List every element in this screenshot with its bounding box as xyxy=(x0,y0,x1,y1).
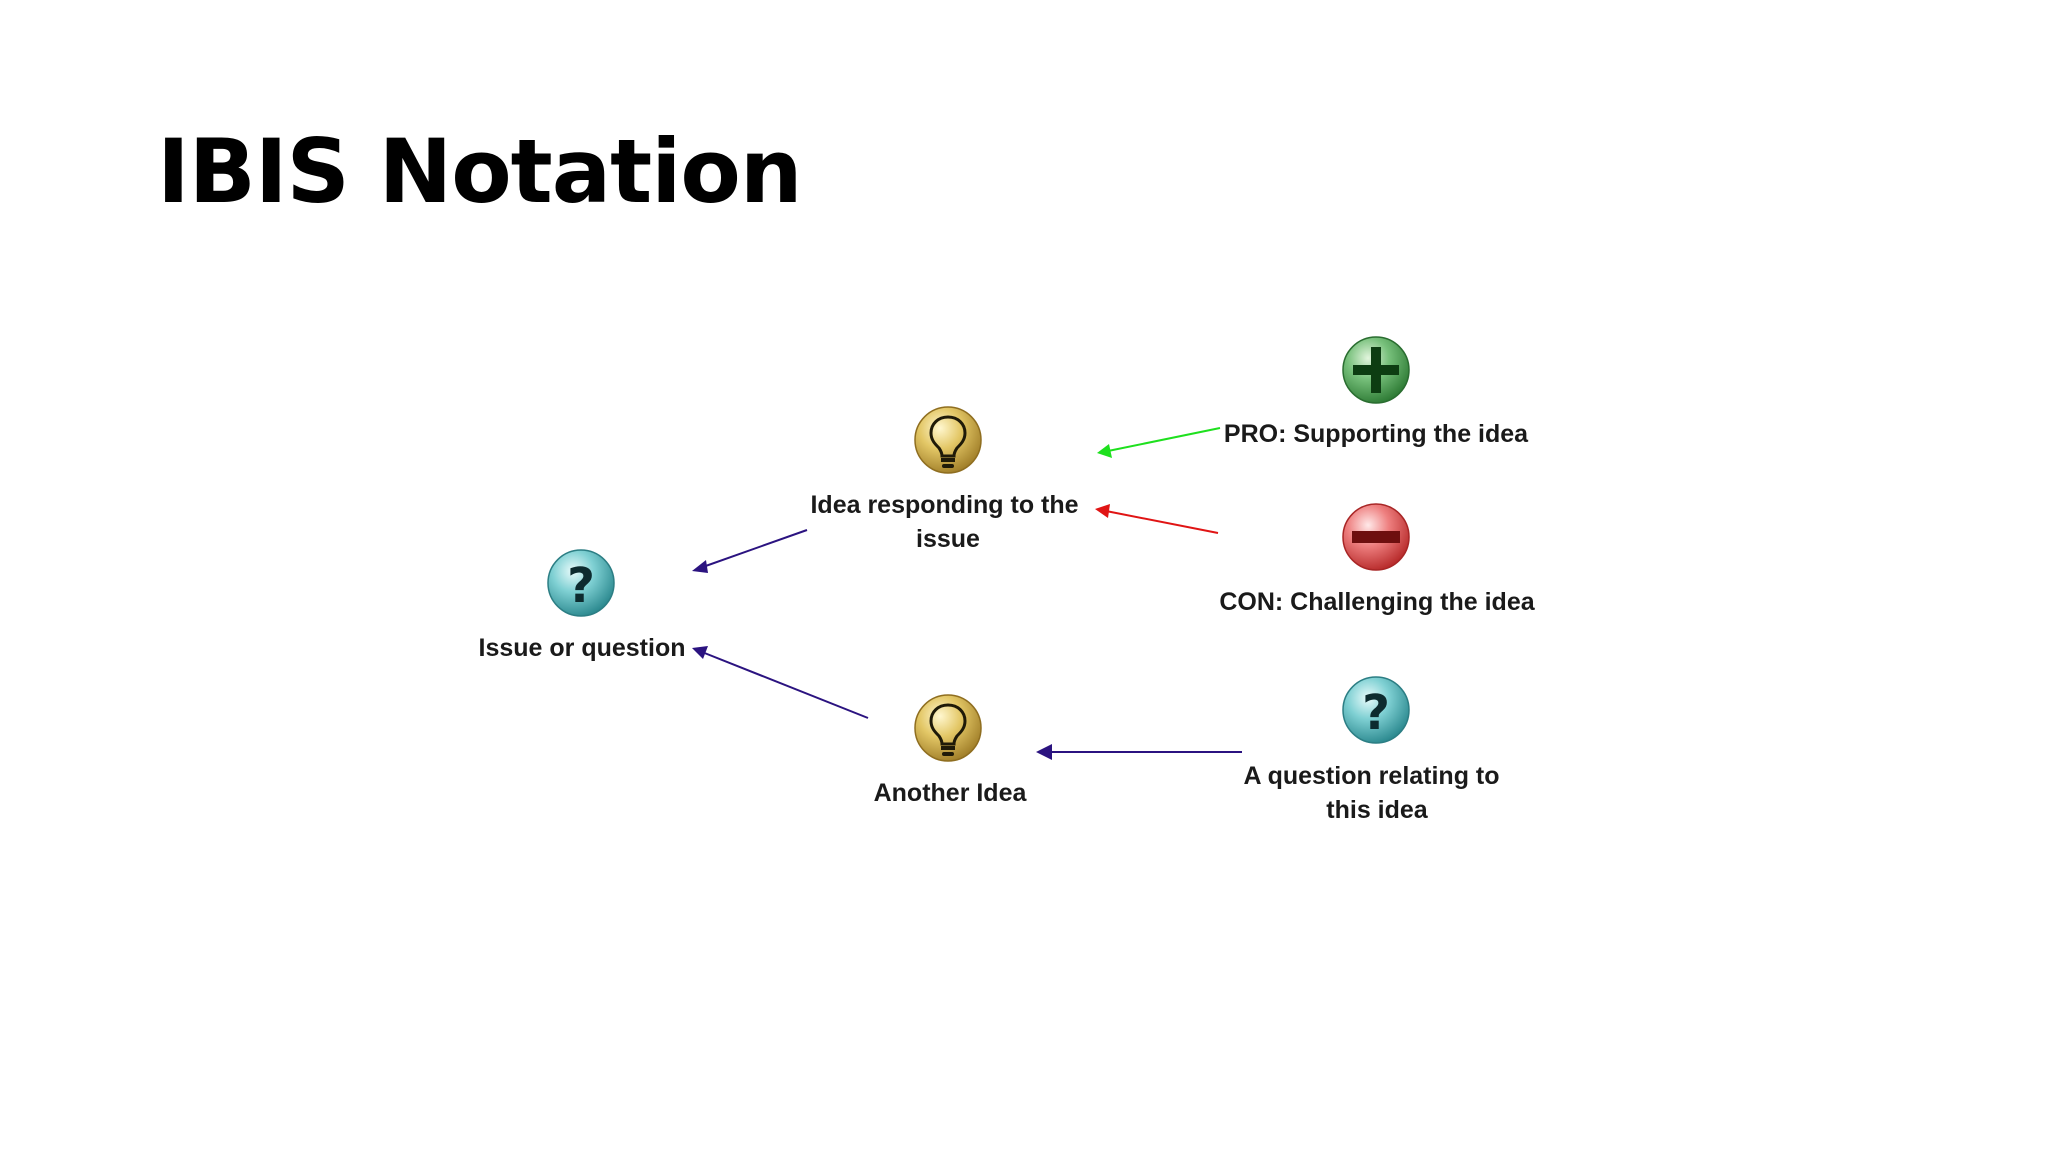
node-con[interactable]: CON: Challenging the idea xyxy=(1219,503,1536,616)
node-pro[interactable]: PRO: Supporting the idea xyxy=(1224,336,1529,448)
minus-icon xyxy=(1342,503,1410,571)
node-idea2-label: Another Idea xyxy=(874,779,1028,807)
node-con-label: CON: Challenging the idea xyxy=(1219,588,1535,616)
node-question2-label-line: this idea xyxy=(1326,796,1429,824)
edge-idea1-to-issue xyxy=(692,529,808,573)
node-issue-label: Issue or question xyxy=(479,634,686,662)
edge-question2-to-idea2 xyxy=(1036,744,1242,760)
node-con-label-line: CON: Challenging the idea xyxy=(1219,588,1535,616)
node-idea1[interactable]: Idea responding to the issue xyxy=(810,406,1085,553)
node-issue[interactable]: ? Issue or question xyxy=(479,549,686,662)
edge-idea2-to-issue xyxy=(692,646,869,719)
slide-title: IBIS Notation xyxy=(157,120,802,223)
question-icon: ? xyxy=(547,549,615,617)
node-idea1-label-line: Idea responding to the xyxy=(810,491,1078,519)
lightbulb-icon xyxy=(914,694,982,762)
node-question2-label: A question relating to this idea xyxy=(1244,762,1507,824)
node-question2[interactable]: ? A question relating to this idea xyxy=(1244,676,1507,824)
edge-con-to-idea1 xyxy=(1095,504,1219,534)
node-idea1-label-line: issue xyxy=(916,525,980,553)
node-idea1-label: Idea responding to the issue xyxy=(810,491,1085,553)
question-icon: ? xyxy=(1342,676,1410,744)
plus-icon xyxy=(1342,336,1410,404)
node-idea2[interactable]: Another Idea xyxy=(874,694,1028,807)
node-question2-label-line: A question relating to xyxy=(1244,762,1500,790)
node-issue-label-line: Issue or question xyxy=(479,634,686,662)
edge-pro-to-idea1 xyxy=(1097,427,1221,458)
lightbulb-icon xyxy=(914,406,982,474)
svg-text:?: ? xyxy=(1362,685,1390,741)
node-idea2-label-line: Another Idea xyxy=(874,779,1028,807)
node-pro-label-line: PRO: Supporting the idea xyxy=(1224,420,1529,448)
node-pro-label: PRO: Supporting the idea xyxy=(1224,420,1529,448)
svg-text:?: ? xyxy=(567,558,595,614)
